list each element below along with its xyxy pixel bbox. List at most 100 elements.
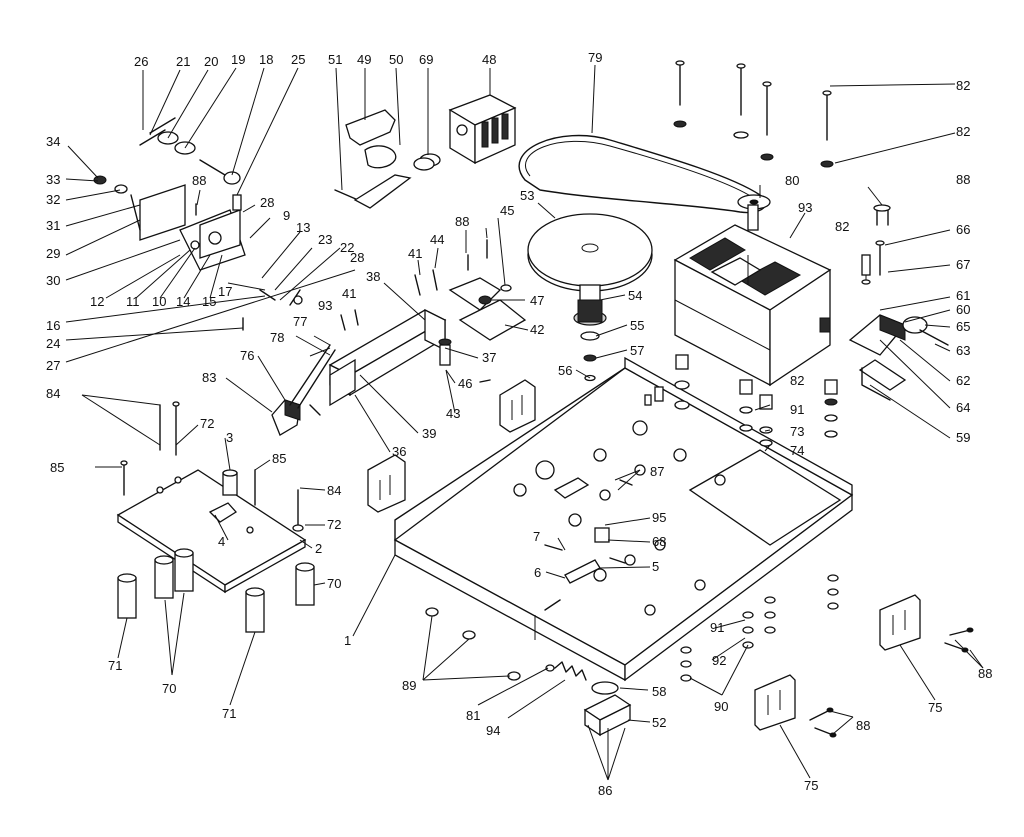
label-70-b: 70 bbox=[162, 681, 176, 696]
bracket-56 bbox=[499, 379, 536, 433]
bracket-36 bbox=[367, 454, 406, 513]
label-26: 26 bbox=[134, 54, 148, 69]
label-82-b: 82 bbox=[956, 124, 970, 139]
label-32: 32 bbox=[46, 192, 60, 207]
label-15: 15 bbox=[202, 294, 216, 309]
label-13: 13 bbox=[296, 220, 310, 235]
label-19: 19 bbox=[231, 52, 245, 67]
label-78: 78 bbox=[270, 330, 284, 345]
label-88-e: 88 bbox=[856, 718, 870, 733]
label-67: 67 bbox=[956, 257, 970, 272]
label-58: 58 bbox=[652, 684, 666, 699]
label-51: 51 bbox=[328, 52, 342, 67]
bracket-75-right bbox=[879, 594, 921, 651]
label-93-a: 93 bbox=[798, 200, 812, 215]
label-12: 12 bbox=[90, 294, 104, 309]
label-92: 92 bbox=[712, 653, 726, 668]
label-59: 59 bbox=[956, 430, 970, 445]
label-85-b: 85 bbox=[50, 460, 64, 475]
label-23: 23 bbox=[318, 232, 332, 247]
label-73: 73 bbox=[790, 424, 804, 439]
label-57: 57 bbox=[630, 343, 644, 358]
label-79: 79 bbox=[588, 50, 602, 65]
label-83: 83 bbox=[202, 370, 216, 385]
label-17: 17 bbox=[218, 284, 232, 299]
label-88-b: 88 bbox=[956, 172, 970, 187]
nuts-under-plate bbox=[425, 574, 839, 682]
label-86: 86 bbox=[598, 783, 612, 798]
label-1: 1 bbox=[344, 633, 351, 648]
drive-belt bbox=[518, 134, 771, 231]
label-60: 60 bbox=[956, 302, 970, 317]
motor-bolts bbox=[673, 60, 834, 168]
label-64: 64 bbox=[956, 400, 970, 415]
label-48: 48 bbox=[482, 52, 496, 67]
label-53: 53 bbox=[520, 188, 534, 203]
label-47: 47 bbox=[530, 293, 544, 308]
label-71-b: 71 bbox=[222, 706, 236, 721]
bracket-52 bbox=[583, 681, 632, 737]
label-5: 5 bbox=[652, 559, 659, 574]
label-76: 76 bbox=[240, 348, 254, 363]
label-91-a: 91 bbox=[790, 402, 804, 417]
label-82-d: 82 bbox=[790, 373, 804, 388]
label-91-b: 91 bbox=[710, 620, 724, 635]
label-18: 18 bbox=[259, 52, 273, 67]
spring-94 bbox=[545, 661, 587, 681]
label-55: 55 bbox=[630, 318, 644, 333]
label-74: 74 bbox=[790, 443, 804, 458]
label-39: 39 bbox=[422, 426, 436, 441]
leader-lines bbox=[65, 64, 984, 781]
label-21: 21 bbox=[176, 54, 190, 69]
parts-76-83 bbox=[271, 344, 336, 436]
label-72-a: 72 bbox=[200, 416, 214, 431]
label-62: 62 bbox=[956, 373, 970, 388]
label-82-c: 82 bbox=[835, 219, 849, 234]
motor-mount-hardware bbox=[674, 354, 838, 447]
bolts-88-upper-right bbox=[873, 204, 891, 226]
label-61: 61 bbox=[956, 288, 970, 303]
small-parts-49-51-69 bbox=[334, 109, 441, 209]
label-75-b: 75 bbox=[804, 778, 818, 793]
label-95: 95 bbox=[652, 510, 666, 525]
label-65: 65 bbox=[956, 319, 970, 334]
label-88-c: 88 bbox=[455, 214, 469, 229]
label-64-left: 84 bbox=[46, 386, 60, 401]
label-44: 44 bbox=[430, 232, 444, 247]
switch-box bbox=[448, 94, 517, 165]
bracket-75-lower bbox=[754, 674, 796, 731]
label-85-a: 85 bbox=[272, 451, 286, 466]
part-number-labels: 26 21 20 19 18 25 51 49 50 69 48 79 82 8… bbox=[46, 50, 992, 798]
label-89: 89 bbox=[402, 678, 416, 693]
label-24: 24 bbox=[46, 336, 60, 351]
switch-assembly bbox=[848, 240, 949, 401]
label-11: 11 bbox=[126, 294, 140, 309]
label-69: 69 bbox=[419, 52, 433, 67]
label-82-a: 82 bbox=[956, 78, 970, 93]
label-42: 42 bbox=[530, 322, 544, 337]
label-43: 43 bbox=[446, 406, 460, 421]
label-37: 37 bbox=[482, 350, 496, 365]
label-87: 87 bbox=[650, 464, 664, 479]
label-9: 9 bbox=[283, 208, 290, 223]
label-46: 46 bbox=[458, 376, 472, 391]
label-25: 25 bbox=[291, 52, 305, 67]
label-33: 33 bbox=[46, 172, 60, 187]
label-31: 31 bbox=[46, 218, 60, 233]
label-16: 16 bbox=[46, 318, 60, 333]
legs-70-71 bbox=[117, 548, 315, 633]
label-93-b: 93 bbox=[318, 298, 332, 313]
label-34: 34 bbox=[46, 134, 60, 149]
label-6: 6 bbox=[534, 565, 541, 580]
label-88-d: 88 bbox=[978, 666, 992, 681]
label-52: 52 bbox=[652, 715, 666, 730]
label-81: 81 bbox=[466, 708, 480, 723]
left-bracket-assembly bbox=[93, 117, 303, 331]
label-7: 7 bbox=[533, 529, 540, 544]
label-2: 2 bbox=[315, 541, 322, 556]
label-28-b: 28 bbox=[350, 250, 364, 265]
label-41-a: 41 bbox=[408, 246, 422, 261]
label-77: 77 bbox=[293, 314, 307, 329]
label-71-a: 71 bbox=[108, 658, 122, 673]
label-84-b: 84 bbox=[327, 483, 341, 498]
